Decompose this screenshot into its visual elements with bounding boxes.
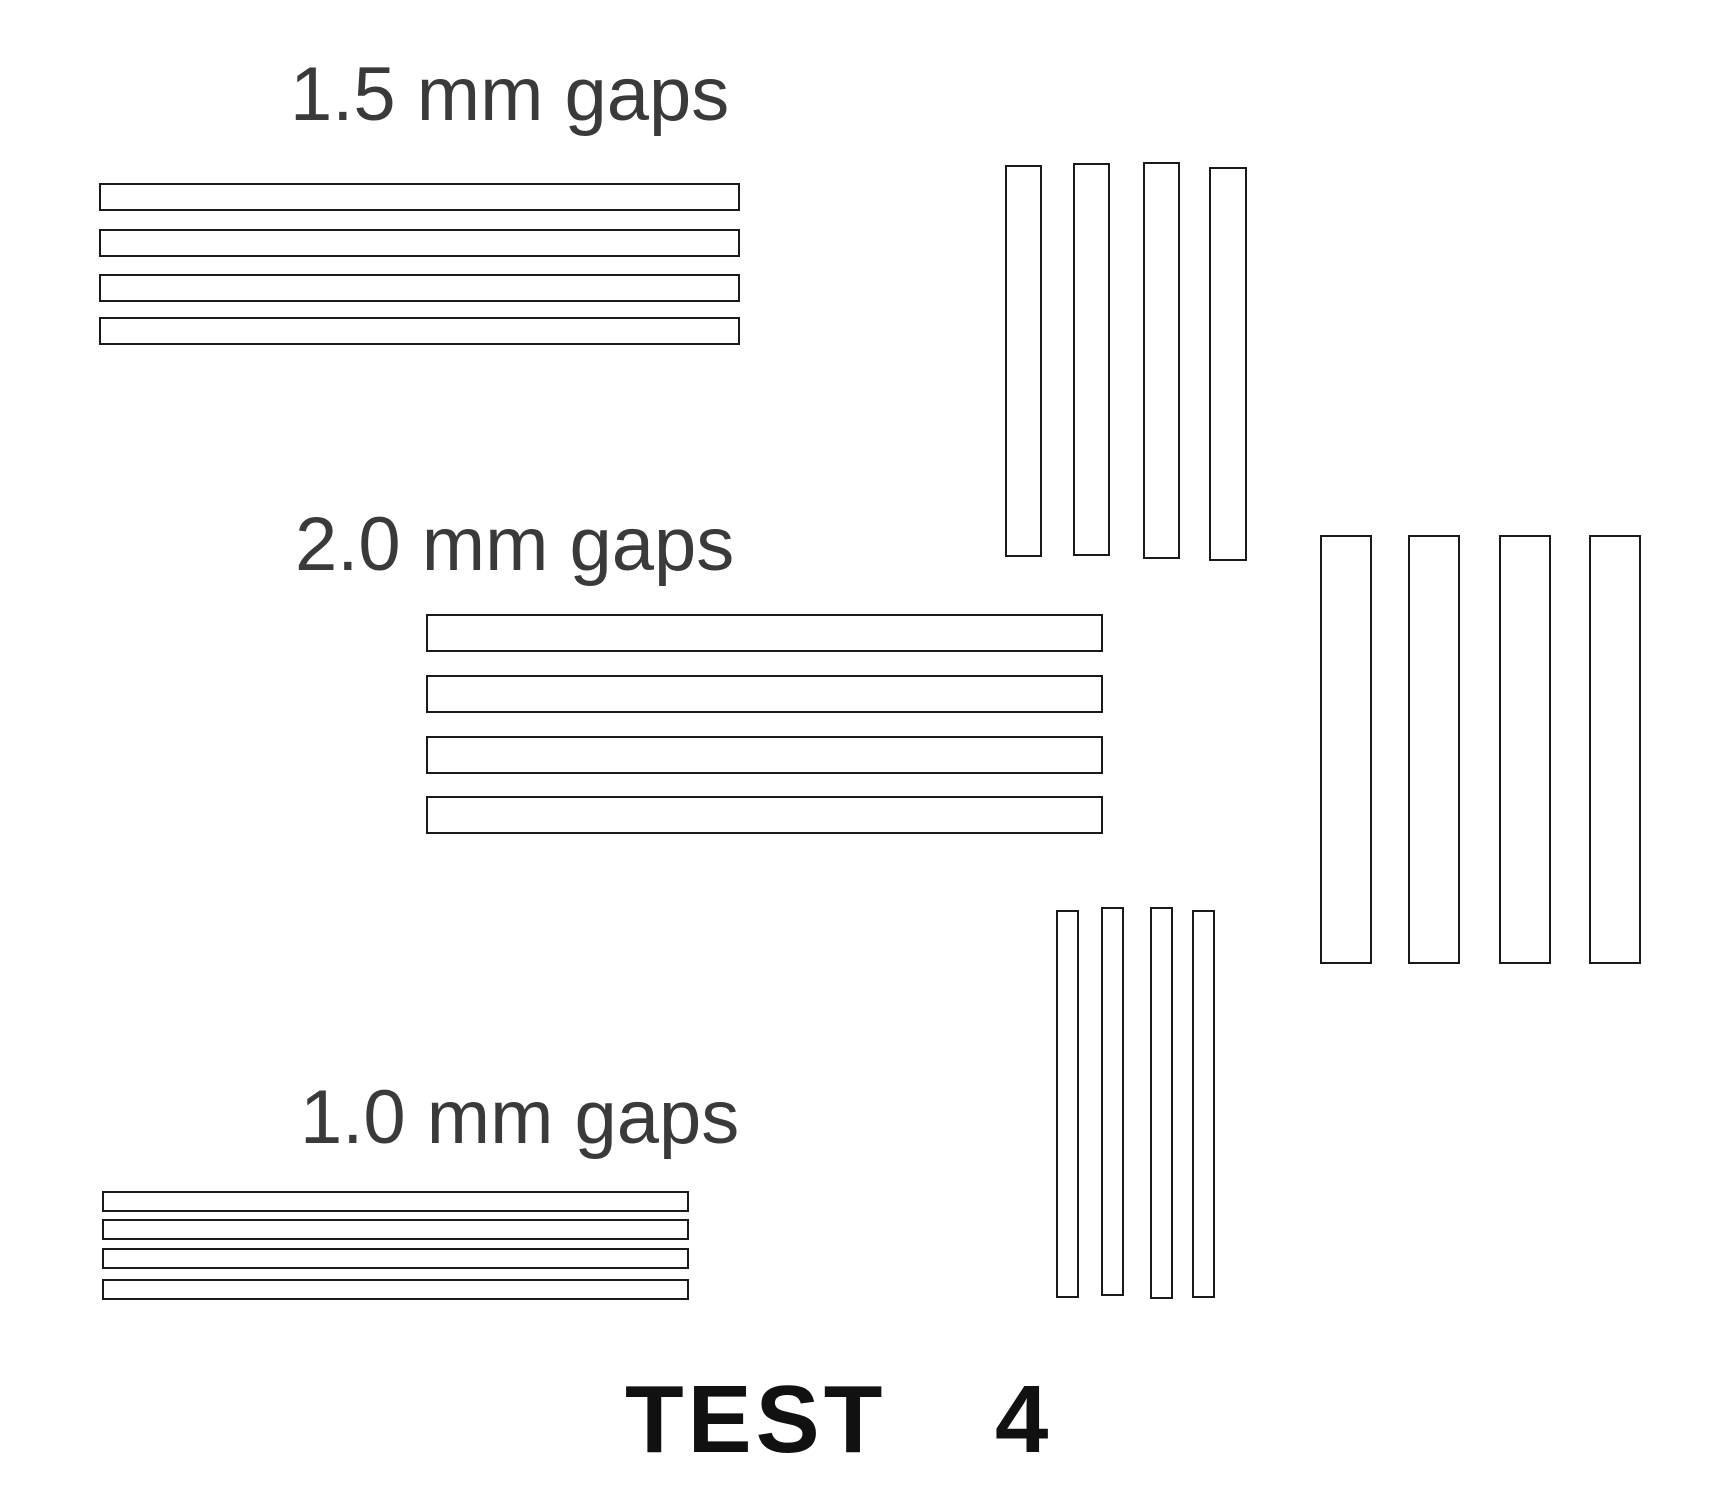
bar — [426, 675, 1103, 713]
horizontal-bars-2-0mm — [426, 614, 1103, 834]
bar — [1101, 907, 1124, 1296]
vertical-bars-2-0mm — [1320, 535, 1641, 964]
bar — [1005, 165, 1042, 557]
label-2-0mm-gaps: 2.0 mm gaps — [295, 502, 734, 587]
horizontal-bars-1-5mm — [99, 183, 740, 345]
test-number: 4 — [995, 1366, 1052, 1473]
bar — [99, 274, 740, 302]
bar — [426, 796, 1103, 834]
vertical-bars-1-5mm — [1005, 162, 1247, 561]
bar — [1150, 907, 1173, 1299]
bar — [426, 614, 1103, 652]
bar — [1192, 910, 1215, 1298]
label-1-5mm-gaps: 1.5 mm gaps — [290, 52, 729, 137]
bar — [102, 1279, 689, 1300]
bar — [1320, 535, 1372, 964]
bar — [1056, 910, 1079, 1298]
test-title: TEST — [625, 1366, 886, 1473]
label-1-0mm-gaps: 1.0 mm gaps — [300, 1075, 739, 1160]
bar — [102, 1248, 689, 1269]
horizontal-bars-1-0mm — [102, 1191, 689, 1300]
bar — [426, 736, 1103, 774]
bar — [1499, 535, 1551, 964]
bar — [1073, 163, 1110, 556]
bar — [1143, 162, 1180, 559]
bar — [102, 1219, 689, 1240]
bar — [1589, 535, 1641, 964]
bar — [99, 183, 740, 211]
bar — [99, 229, 740, 257]
bar — [1408, 535, 1460, 964]
bar — [1209, 167, 1247, 561]
bar — [102, 1191, 689, 1212]
bar — [99, 317, 740, 345]
vertical-bars-1-0mm — [1056, 907, 1215, 1299]
